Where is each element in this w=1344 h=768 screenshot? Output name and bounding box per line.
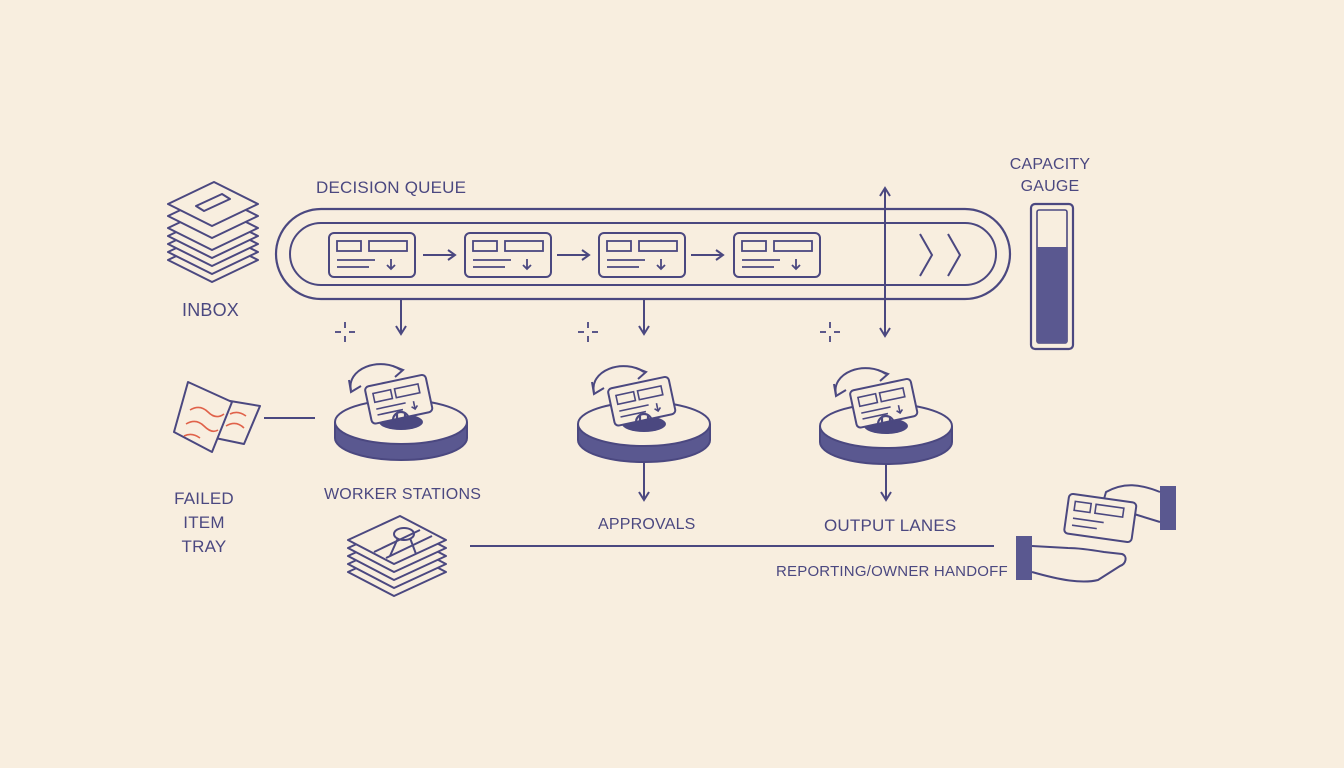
worker-stations-label: WORKER STATIONS <box>324 486 482 503</box>
failed-item-tray-icon <box>173 381 261 453</box>
failed-item-tray-label: FAILED ITEM TRAY <box>160 487 248 559</box>
queue-card-1 <box>328 232 416 278</box>
queue-flow-arrows <box>423 249 725 261</box>
capacity-gauge-label-line: GAUGE <box>1020 177 1080 195</box>
double-chevron-right-icon <box>919 233 962 277</box>
sparkle-icon <box>577 321 599 343</box>
queue-bidirectional-arrow <box>879 186 891 338</box>
inbox-label: INBOX <box>182 300 240 320</box>
capacity-gauge-fill <box>1037 247 1067 343</box>
decision-queue-label: DECISION QUEUE <box>316 178 467 197</box>
handoff-card-icon <box>1063 492 1138 544</box>
inbox-stack-icon <box>167 181 259 283</box>
report-stack-icon <box>347 515 447 597</box>
failed-item-tray-label-line: ITEM <box>183 513 225 533</box>
queue-card-4 <box>733 232 821 278</box>
worker-station-icon <box>333 362 469 462</box>
output-lanes-station-icon <box>818 366 954 466</box>
failed-item-tray-label-line: FAILED <box>174 489 234 508</box>
queue-card-3 <box>598 232 686 278</box>
hand-receiving-icon <box>1016 536 1127 583</box>
queue-card-2 <box>464 232 552 278</box>
sparkle-icon <box>334 321 356 343</box>
decision-queue-track <box>274 207 1012 301</box>
failed-item-tray-label-line: TRAY <box>181 537 227 557</box>
queue-down-arrows <box>395 300 650 336</box>
capacity-gauge-label-line: CAPACITY <box>1009 156 1091 173</box>
approvals-station-icon <box>576 364 712 464</box>
sparkle-icon <box>819 321 841 343</box>
approvals-label: APPROVALS <box>598 516 696 533</box>
output-lanes-label: OUTPUT LANES <box>824 516 957 535</box>
station-output-arrows <box>638 462 892 502</box>
capacity-gauge-label: CAPACITY GAUGE <box>1006 154 1094 197</box>
reporting-handoff-label: REPORTING/OWNER HANDOFF <box>776 563 1008 580</box>
capacity-gauge <box>1029 202 1075 351</box>
